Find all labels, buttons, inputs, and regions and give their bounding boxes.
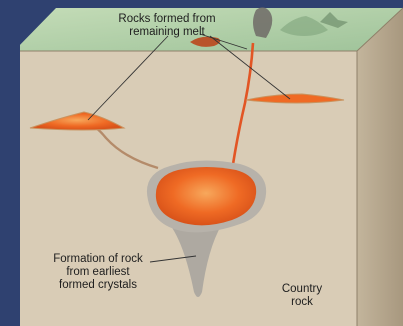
left-dark-border [0, 0, 20, 326]
label-crystals-line2: from earliest [66, 266, 130, 278]
block-right-side [357, 8, 403, 326]
label-crystals-line1: Formation of rock [53, 253, 143, 265]
label-country-line1: Country [282, 283, 323, 295]
label-country-line2: rock [291, 296, 313, 308]
label-rocks-melt-line1: Rocks formed from [118, 13, 215, 25]
label-crystals-line3: formed crystals [59, 279, 137, 291]
label-rocks-melt-line2: remaining melt [129, 26, 205, 38]
